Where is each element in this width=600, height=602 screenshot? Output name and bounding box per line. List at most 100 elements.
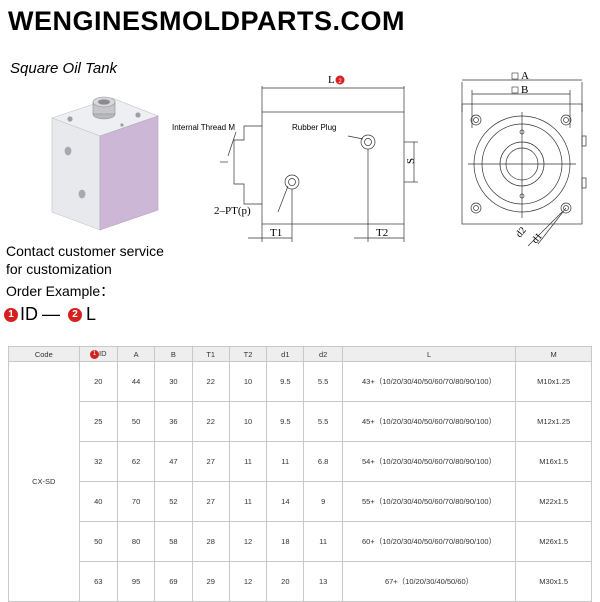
order-example-label: Order Example： <box>6 283 115 299</box>
cell-l: 55+（10/20/30/40/50/60/70/80/90/100） <box>341 481 517 522</box>
cell-m: M16x1.5 <box>515 441 592 482</box>
order-example: 1 ID — 2 L <box>4 304 96 325</box>
cell-d2: 11 <box>303 521 343 562</box>
site-title: WENGINESMOLDPARTS.COM <box>8 6 405 36</box>
cell-a: 50 <box>116 401 156 442</box>
cell-d1: 14 <box>266 481 305 522</box>
order-separator: — <box>42 304 60 324</box>
product-title: Square Oil Tank <box>10 60 118 77</box>
cell-d1: 20 <box>266 561 305 602</box>
side-view-drawing: 2 L Internal Thread M Rubber Plug S 2–PT… <box>172 74 418 242</box>
cell-l: 45+（10/20/30/40/50/60/70/80/90/100） <box>341 401 517 442</box>
contact-line-2: for customization <box>6 261 112 277</box>
front-view-body <box>461 103 583 225</box>
header-d2: d2 <box>303 346 343 362</box>
cell-t2: 12 <box>228 521 268 562</box>
side-view-body <box>261 111 405 225</box>
table-row: CX-SD 20 44 30 22 10 9.5 5.5 43+（10/20/3… <box>8 361 592 602</box>
cell-id: 20 <box>78 361 118 402</box>
cell-a: 95 <box>116 561 156 602</box>
cell-b: 52 <box>154 481 193 522</box>
cell-id: 40 <box>78 481 118 522</box>
table-row: 50 80 58 28 12 18 11 60+（10/20/30/40/50/… <box>9 521 592 562</box>
cell-b: 69 <box>154 561 193 602</box>
cell-d2: 6.8 <box>303 441 343 482</box>
top-hole-1 <box>67 116 73 122</box>
cell-id: 25 <box>78 401 118 442</box>
cell-l: 43+（10/20/30/40/50/60/70/80/90/100） <box>341 361 517 402</box>
order-badge-1: 1 <box>4 307 18 322</box>
cell-a: 44 <box>116 361 156 402</box>
code-cell: CX-SD <box>8 361 80 602</box>
dim-a-label: A <box>521 70 529 82</box>
cell-d2: 5.5 <box>303 361 343 402</box>
dim-l-label: L <box>328 74 335 86</box>
cell-t1: 27 <box>191 481 230 522</box>
cell-t2: 10 <box>228 361 268 402</box>
header-id-label: ID <box>99 349 107 359</box>
header-code: Code <box>8 346 80 362</box>
cell-t2: 10 <box>228 401 268 442</box>
cell-b: 47 <box>154 441 193 482</box>
table-row: 63 95 69 29 12 20 13 67+（10/20/30/40/50/… <box>9 561 592 602</box>
rubber-plug-label: Rubber Plug <box>292 123 336 132</box>
cell-t2: 12 <box>228 561 268 602</box>
cell-id: 50 <box>78 521 118 562</box>
table-row: 32 62 47 27 11 11 6.8 54+（10/20/30/40/50… <box>9 441 592 482</box>
cell-d2: 9 <box>303 481 343 522</box>
pt-label: 2–PT(p) <box>214 205 251 217</box>
header-m: M <box>515 346 592 362</box>
table-row: 25 50 36 22 10 9.5 5.5 45+（10/20/30/40/5… <box>9 401 592 442</box>
cell-b: 58 <box>154 521 193 562</box>
top-hole-3 <box>120 123 124 127</box>
header-a: A <box>116 346 156 362</box>
dim-t1-label: T1 <box>270 227 282 239</box>
cell-a: 80 <box>116 521 156 562</box>
cell-l: 54+（10/20/30/40/50/60/70/80/90/100） <box>341 441 517 482</box>
cell-t1: 29 <box>191 561 230 602</box>
internal-thread-label: Internal Thread M <box>172 123 235 132</box>
contact-line-1: Contact customer service <box>6 243 164 259</box>
cell-a: 62 <box>116 441 156 482</box>
cell-t1: 22 <box>191 361 230 402</box>
dim-s-label: S <box>405 158 417 164</box>
cell-d2: 13 <box>303 561 343 602</box>
product-image <box>51 96 159 231</box>
cell-d2: 5.5 <box>303 401 343 442</box>
cell-m: M22x1.5 <box>515 481 592 522</box>
cell-l: 60+（10/20/30/40/50/60/70/80/90/100） <box>341 521 517 562</box>
cell-t1: 28 <box>191 521 230 562</box>
cell-m: M12x1.25 <box>515 401 592 442</box>
order-badge-2: 2 <box>68 307 82 322</box>
cell-l: 67+（10/20/30/40/50/60） <box>341 561 517 602</box>
front-port-2 <box>78 189 86 199</box>
cell-m: M30x1.5 <box>515 561 592 602</box>
cell-id: 63 <box>78 561 118 602</box>
cell-m: M10x1.25 <box>515 361 592 402</box>
table-row: 40 70 52 27 11 14 9 55+（10/20/30/40/50/6… <box>9 481 592 522</box>
cell-b: 36 <box>154 401 193 442</box>
cell-b: 30 <box>154 361 193 402</box>
cell-d1: 18 <box>266 521 305 562</box>
order-item-l: L <box>86 304 97 324</box>
header-t1: T1 <box>191 346 230 362</box>
dim-d2-label: d2 <box>514 225 529 240</box>
header-l: L <box>341 346 517 362</box>
dim-b-label: B <box>521 84 528 96</box>
block-side-face <box>99 115 159 231</box>
cell-t2: 11 <box>228 481 268 522</box>
cell-d1: 9.5 <box>266 361 305 402</box>
header-t2: T2 <box>228 346 268 362</box>
header-id-badge: 1 <box>90 349 99 359</box>
order-item-id: ID <box>20 304 38 324</box>
cell-m: M26x1.5 <box>515 521 592 562</box>
cell-d1: 9.5 <box>266 401 305 442</box>
dim-t2-label: T2 <box>376 227 388 239</box>
cell-t1: 27 <box>191 441 230 482</box>
cell-t2: 11 <box>228 441 268 482</box>
dim-d1-label: d1 <box>530 231 545 246</box>
dim-l-badge-shape <box>335 75 345 85</box>
cell-d1: 11 <box>266 441 305 482</box>
